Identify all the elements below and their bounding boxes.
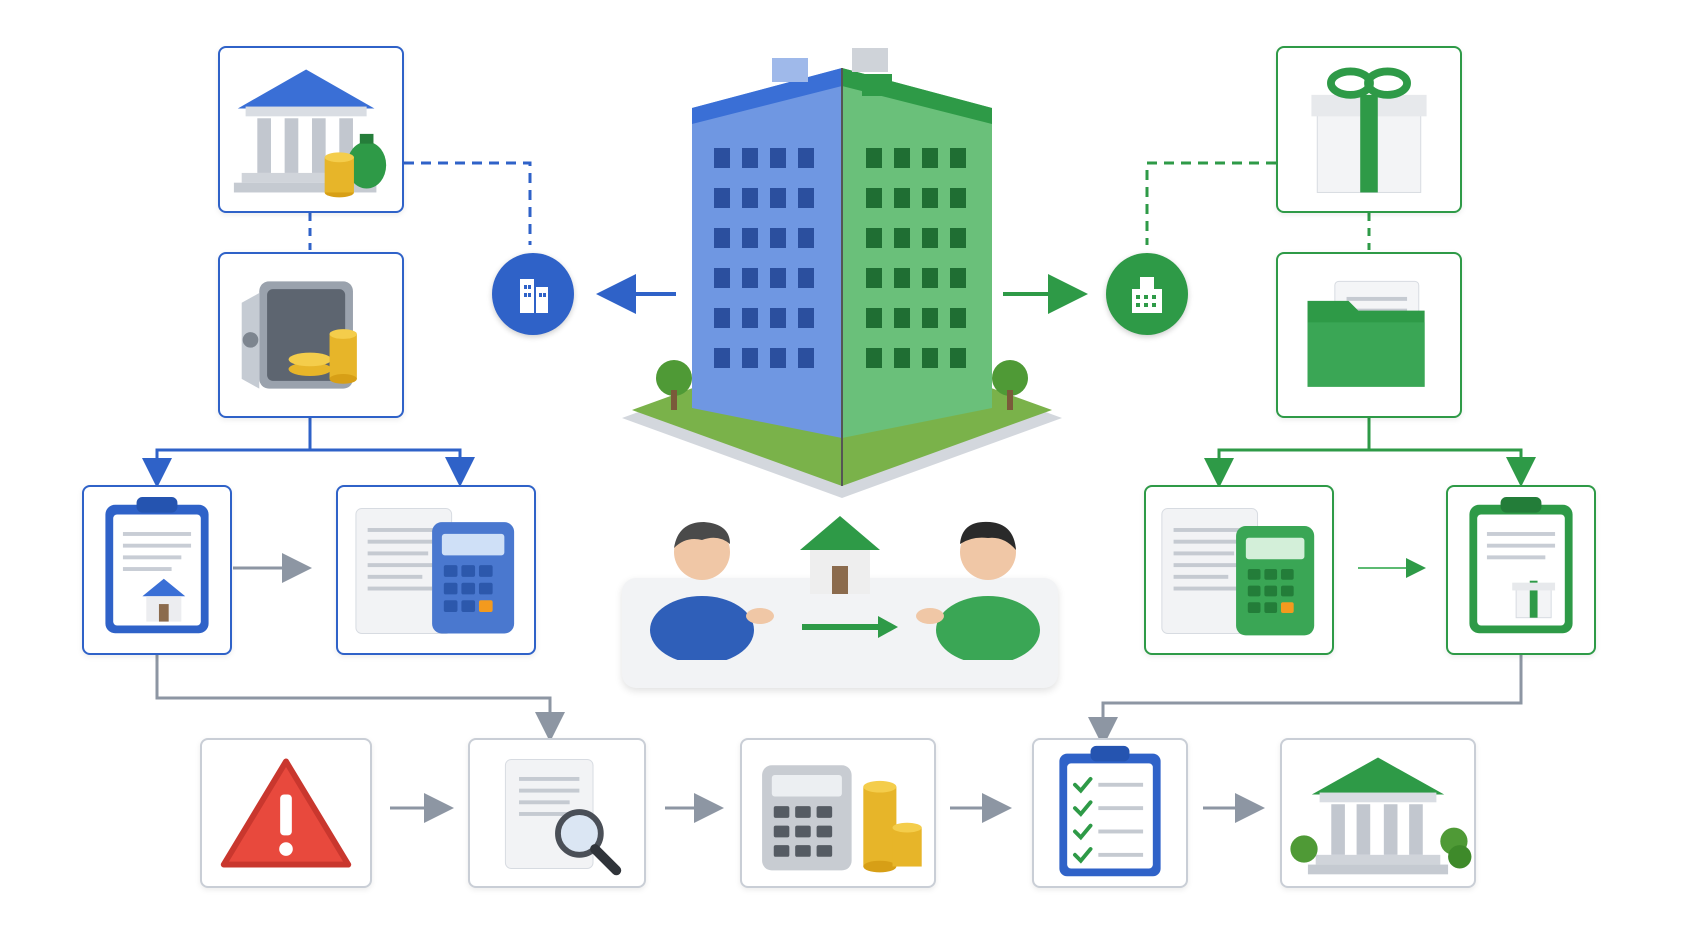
clipboard-house-card bbox=[82, 485, 232, 655]
document-search-card bbox=[468, 738, 646, 888]
calculator-coins-card bbox=[740, 738, 936, 888]
house-icon bbox=[800, 516, 880, 594]
document-calculator-card-blue bbox=[336, 485, 536, 655]
checklist-clipboard-icon bbox=[1059, 745, 1161, 877]
warning-card bbox=[200, 738, 372, 888]
folder-card bbox=[1276, 252, 1462, 418]
gray-feeder-right bbox=[1088, 655, 1523, 747]
calculator-coins-icon bbox=[762, 765, 922, 873]
green-dashed-connector bbox=[1145, 161, 1276, 245]
bank-trees-card bbox=[1280, 738, 1476, 888]
transfer-arrow-icon bbox=[802, 616, 898, 638]
document-calculator-icon bbox=[355, 507, 515, 634]
center-building bbox=[622, 38, 1062, 500]
document-calculator-icon bbox=[1161, 507, 1315, 636]
bank-money-bag-icon bbox=[233, 69, 387, 198]
blue-split-connector bbox=[155, 418, 460, 475]
clipboard-gift-icon bbox=[1469, 497, 1573, 634]
person-green-icon bbox=[916, 521, 1040, 660]
green-split-connector bbox=[1217, 418, 1521, 475]
open-safe-coins-icon bbox=[241, 281, 357, 389]
blue-building-badge bbox=[492, 253, 574, 335]
split-building-icon bbox=[622, 48, 1062, 498]
folder-documents-icon bbox=[1307, 280, 1425, 387]
document-calculator-card-green bbox=[1144, 485, 1334, 655]
green-building-badge bbox=[1106, 253, 1188, 335]
document-magnifier-icon bbox=[504, 758, 622, 876]
bank-trees-icon bbox=[1290, 757, 1472, 875]
gift-card bbox=[1276, 46, 1462, 213]
warning-triangle-icon bbox=[220, 758, 352, 868]
building-badge-icon bbox=[520, 279, 548, 313]
checklist-card bbox=[1032, 738, 1188, 888]
building-badge-icon bbox=[1132, 277, 1162, 313]
gift-box-icon bbox=[1311, 67, 1427, 193]
gray-feeder-left bbox=[155, 655, 565, 742]
safe-coins-card bbox=[218, 252, 404, 418]
blue-dashed-connector bbox=[404, 161, 532, 245]
clipboard-gift-card bbox=[1446, 485, 1596, 655]
bank-money-card bbox=[218, 46, 404, 213]
person-blue-icon bbox=[650, 522, 774, 660]
clipboard-house-icon bbox=[105, 497, 209, 634]
